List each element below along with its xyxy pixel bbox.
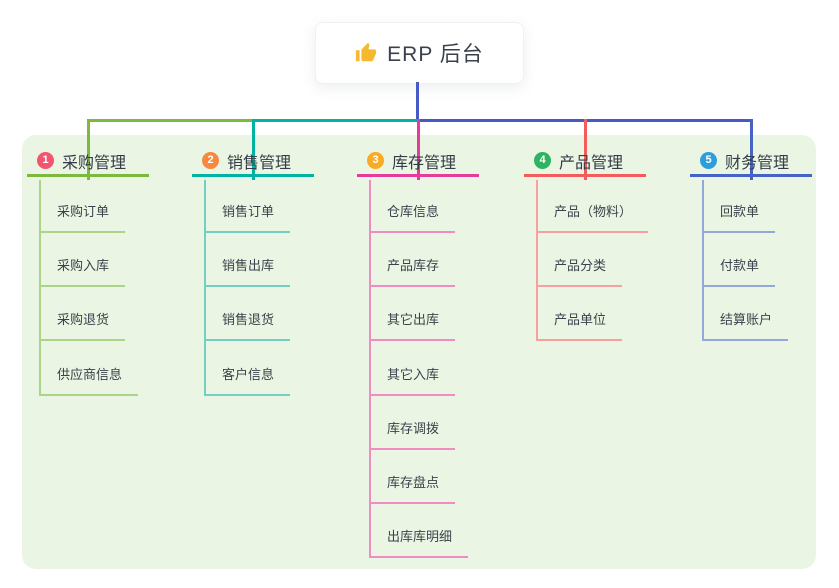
branch-badge-inventory: 3	[367, 152, 384, 169]
branch-header-purchase[interactable]: 1 采购管理	[27, 147, 149, 177]
branch-label-product: 产品管理	[559, 154, 624, 172]
child-node-inventory-1[interactable]: 产品库存	[369, 257, 456, 287]
child-node-product-2[interactable]: 产品单位	[536, 311, 623, 341]
branch-badge-sales: 2	[202, 152, 219, 169]
branches-panel	[22, 135, 816, 569]
child-node-inventory-6[interactable]: 出库库明细	[369, 528, 469, 558]
child-node-sales-0[interactable]: 销售订单	[204, 203, 291, 233]
child-node-purchase-3[interactable]: 供应商信息	[39, 366, 139, 396]
branch-badge-product: 4	[534, 152, 551, 169]
child-node-finance-2[interactable]: 结算账户	[702, 311, 789, 341]
branch-drop-line-finance	[750, 119, 753, 180]
branch-header-inventory[interactable]: 3 库存管理	[357, 147, 479, 177]
root-connector-line	[416, 82, 419, 122]
child-node-product-1[interactable]: 产品分类	[536, 257, 623, 287]
child-rail-product	[536, 180, 538, 341]
root-label: ERP 后台	[387, 43, 484, 66]
child-rail-sales	[204, 180, 206, 396]
branch-badge-purchase: 1	[37, 152, 54, 169]
branch-label-finance: 财务管理	[725, 154, 790, 172]
child-node-purchase-2[interactable]: 采购退货	[39, 311, 126, 341]
branch-header-sales[interactable]: 2 销售管理	[192, 147, 314, 177]
child-node-sales-1[interactable]: 销售出库	[204, 257, 291, 287]
child-node-inventory-0[interactable]: 仓库信息	[369, 203, 456, 233]
child-node-inventory-4[interactable]: 库存调拨	[369, 420, 456, 450]
child-node-purchase-0[interactable]: 采购订单	[39, 203, 126, 233]
child-node-sales-3[interactable]: 客户信息	[204, 366, 291, 396]
child-rail-finance	[702, 180, 704, 341]
child-node-inventory-3[interactable]: 其它入库	[369, 366, 456, 396]
branch-drop-line-product	[584, 119, 587, 180]
branch-header-product[interactable]: 4 产品管理	[524, 147, 646, 177]
branch-drop-line-purchase	[87, 119, 90, 180]
child-node-inventory-5[interactable]: 库存盘点	[369, 474, 456, 504]
child-node-finance-0[interactable]: 回款单	[702, 203, 776, 233]
child-node-purchase-1[interactable]: 采购入库	[39, 257, 126, 287]
thumbs-up-icon	[355, 42, 377, 64]
child-node-inventory-2[interactable]: 其它出库	[369, 311, 456, 341]
branch-drop-line-sales	[252, 119, 255, 180]
branch-header-finance[interactable]: 5 财务管理	[690, 147, 812, 177]
connector-segment-middle	[252, 119, 419, 122]
branch-drop-line-inventory	[417, 119, 420, 180]
child-rail-purchase	[39, 180, 41, 396]
connector-segment-left	[87, 119, 254, 122]
branch-label-purchase: 采购管理	[62, 154, 127, 172]
root-node[interactable]: ERP 后台	[315, 22, 524, 84]
branch-label-inventory: 库存管理	[392, 154, 457, 172]
child-rail-inventory	[369, 180, 371, 558]
child-node-product-0[interactable]: 产品（物料）	[536, 203, 649, 233]
branch-badge-finance: 5	[700, 152, 717, 169]
child-node-sales-2[interactable]: 销售退货	[204, 311, 291, 341]
child-node-finance-1[interactable]: 付款单	[702, 257, 776, 287]
branch-label-sales: 销售管理	[227, 154, 292, 172]
